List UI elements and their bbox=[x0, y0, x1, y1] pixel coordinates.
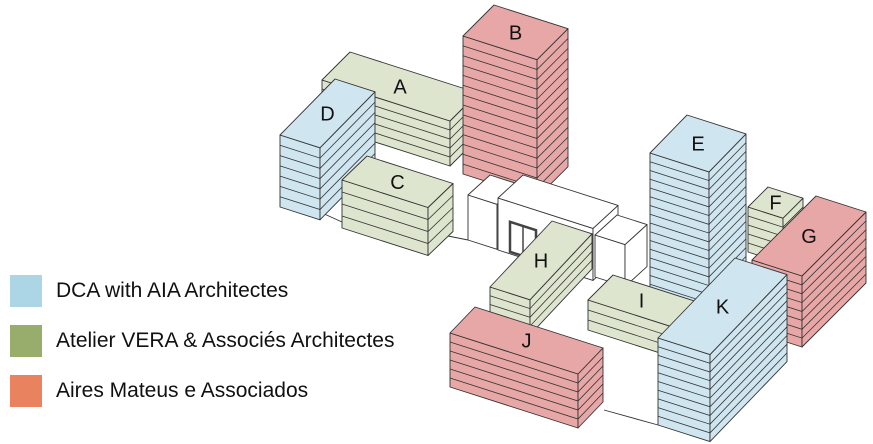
building-label: A bbox=[393, 76, 407, 98]
floor-line bbox=[341, 203, 454, 232]
building-C: C bbox=[341, 155, 454, 256]
floor-line bbox=[649, 142, 747, 182]
legend-swatch-green bbox=[10, 325, 42, 357]
roof-face bbox=[751, 195, 867, 277]
building-label: D bbox=[320, 103, 334, 125]
floor-line bbox=[449, 350, 604, 393]
floor-line bbox=[462, 107, 569, 139]
floor-line bbox=[657, 317, 788, 399]
floor-line bbox=[462, 117, 569, 149]
building-label: C bbox=[390, 172, 404, 194]
legend-swatch-blue bbox=[10, 275, 42, 307]
floor-line bbox=[462, 67, 569, 100]
floor-line bbox=[462, 87, 569, 120]
floor-line bbox=[649, 177, 747, 217]
podium-box3 bbox=[594, 214, 648, 288]
floor-line bbox=[449, 368, 604, 411]
floor-line bbox=[657, 291, 788, 373]
building-label: E bbox=[691, 133, 704, 155]
floor-line bbox=[657, 335, 788, 416]
legend-label: DCA with AIA Architectes bbox=[56, 279, 289, 302]
floor-line bbox=[462, 38, 569, 70]
legend: DCA with AIA Architectes Atelier VERA & … bbox=[10, 266, 394, 416]
floor-line bbox=[649, 229, 747, 269]
floor-line bbox=[657, 343, 788, 425]
roof-face bbox=[649, 114, 747, 173]
floor-line bbox=[649, 151, 747, 190]
roof-face bbox=[449, 306, 604, 375]
roof-face bbox=[341, 155, 454, 208]
legend-label: Atelier VERA & Associés Architectes bbox=[56, 329, 395, 352]
legend-item-green: Atelier VERA & Associés Architectes bbox=[10, 316, 394, 366]
floor-line bbox=[657, 309, 788, 390]
building-label: F bbox=[769, 193, 781, 215]
roof-face bbox=[594, 214, 648, 246]
floor-line bbox=[462, 127, 569, 159]
floor-line bbox=[341, 215, 454, 244]
legend-swatch-red bbox=[10, 375, 42, 407]
building-K: K bbox=[657, 257, 788, 443]
floor-line bbox=[279, 132, 376, 190]
floor-line bbox=[489, 242, 593, 310]
roof-face bbox=[489, 220, 593, 301]
floor-line bbox=[747, 206, 804, 228]
floor-line bbox=[649, 238, 747, 278]
floor-line bbox=[279, 112, 376, 169]
legend-label: Aires Mateus e Associados bbox=[56, 379, 309, 402]
floor-line bbox=[462, 77, 569, 110]
floor-line bbox=[657, 352, 788, 434]
building-label: J bbox=[522, 330, 532, 352]
floor-line bbox=[649, 212, 747, 252]
building-J: J bbox=[449, 306, 604, 429]
floor-line bbox=[462, 97, 569, 130]
building-label: H bbox=[534, 250, 548, 272]
floor-line bbox=[449, 377, 604, 420]
building-B: B bbox=[462, 4, 569, 199]
roof-face bbox=[747, 186, 804, 219]
floor-line bbox=[279, 122, 376, 180]
roof-face bbox=[462, 4, 569, 61]
floor-line bbox=[657, 326, 788, 408]
building-label: B bbox=[509, 22, 522, 44]
floor-line bbox=[462, 58, 569, 90]
legend-item-blue: DCA with AIA Architectes bbox=[10, 266, 394, 316]
floor-line bbox=[649, 186, 747, 225]
floor-line bbox=[279, 101, 376, 159]
floor-line bbox=[657, 283, 788, 364]
building-label: G bbox=[801, 226, 817, 248]
floor-line bbox=[649, 221, 747, 260]
legend-item-red: Aires Mateus e Associados bbox=[10, 366, 394, 416]
floor-line bbox=[649, 194, 747, 234]
front-face bbox=[279, 134, 321, 221]
floor-line bbox=[649, 159, 747, 199]
floor-line bbox=[489, 251, 593, 318]
building-D: D bbox=[279, 78, 376, 221]
floor-line bbox=[462, 136, 569, 169]
floor-line bbox=[649, 203, 747, 243]
roof-face bbox=[657, 257, 788, 356]
floor-line bbox=[449, 359, 604, 402]
floor-line bbox=[341, 191, 454, 220]
floor-line bbox=[657, 300, 788, 382]
roof-face bbox=[497, 174, 619, 229]
roof-face bbox=[279, 78, 376, 149]
ground-line bbox=[603, 409, 659, 426]
floor-line bbox=[649, 168, 747, 208]
building-label: K bbox=[716, 296, 730, 318]
building-label: I bbox=[639, 291, 645, 313]
floor-line bbox=[449, 341, 604, 384]
floor-line bbox=[462, 48, 569, 80]
floor-line bbox=[279, 142, 376, 200]
floor-line bbox=[462, 146, 569, 179]
